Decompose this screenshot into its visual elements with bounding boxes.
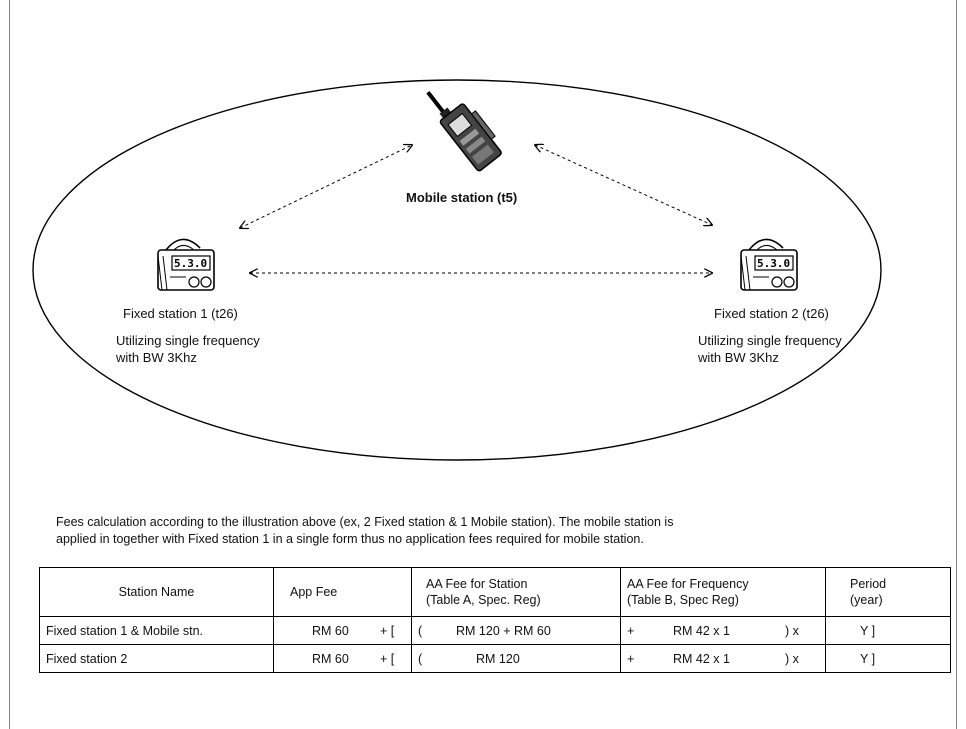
header-app-fee: App Fee <box>273 567 412 617</box>
row-app-fee: RM 60 <box>312 623 349 638</box>
row-aa-station-cell: ( RM 120 <box>411 644 621 673</box>
header-app-fee-text: App Fee <box>290 585 338 599</box>
row-app-fee-cell: RM 60 + [ <box>273 616 412 645</box>
row-plus: + <box>627 651 635 666</box>
header-aa-freq-line1: AA Fee for Frequency <box>627 577 749 591</box>
fixed-station-1-desc-line1: Utilizing single frequency <box>116 333 260 348</box>
row-station-name: Fixed station 1 & Mobile stn. <box>39 616 274 645</box>
row-aa-freq: RM 42 x 1 <box>673 623 730 638</box>
row-plus: + <box>627 623 635 638</box>
header-station-name-text: Station Name <box>118 585 195 599</box>
header-period-line1: Period <box>850 577 887 591</box>
link-mobile-fixed2 <box>535 145 712 225</box>
row-aa-station: RM 120 + RM 60 <box>456 623 551 638</box>
row-app-fee: RM 60 <box>312 651 349 666</box>
svg-text:5.3.0: 5.3.0 <box>757 257 790 270</box>
row-paren-open: ( <box>418 651 423 666</box>
fees-note-line2: applied in together with Fixed station 1… <box>56 532 644 546</box>
link-fixed1-mobile <box>240 145 412 228</box>
row-paren-close: ) x <box>785 623 799 638</box>
fixed-station-2-label: Fixed station 2 (t26) <box>714 306 829 321</box>
walkie-talkie-icon <box>426 90 502 172</box>
header-aa-frequency: AA Fee for Frequency (Table B, Spec Reg) <box>620 567 826 617</box>
row-aa-station: RM 120 <box>476 651 520 666</box>
fees-note: Fees calculation according to the illust… <box>56 514 916 548</box>
row-open-bracket: + [ <box>380 651 395 666</box>
row-aa-freq: RM 42 x 1 <box>673 651 730 666</box>
row-paren-close: ) x <box>785 651 799 666</box>
table-header-row: Station Name App Fee AA Fee for Station … <box>39 567 951 617</box>
fees-table: Station Name App Fee AA Fee for Station … <box>39 567 951 673</box>
header-aa-station-line2: (Table A, Spec. Reg) <box>426 593 541 607</box>
row-aa-freq-cell: + RM 42 x 1 ) x <box>620 616 826 645</box>
fixed-station-2-desc-line1: Utilizing single frequency <box>698 333 842 348</box>
page-frame <box>9 0 957 729</box>
row-period: Y ] <box>860 651 876 666</box>
header-aa-station-line1: AA Fee for Station <box>426 577 528 591</box>
coverage-diagram: 5.3.0 5.3.0 <box>32 79 882 461</box>
table-row: Fixed station 2 RM 60 + [ ( RM 120 + RM 42 … <box>39 644 951 673</box>
mobile-station-label: Mobile station (t5) <box>406 190 518 205</box>
fees-note-line1: Fees calculation according to the illust… <box>56 515 674 529</box>
row-paren-open: ( <box>418 623 423 638</box>
header-period: Period (year) <box>825 567 951 617</box>
coverage-ellipse <box>32 79 882 461</box>
header-station-name: Station Name <box>39 567 274 617</box>
row-period: Y ] <box>860 623 876 638</box>
row-period-cell: Y ] <box>825 616 951 645</box>
fixed-station-1-desc-line2: with BW 3Khz <box>116 350 197 365</box>
svg-text:5.3.0: 5.3.0 <box>174 257 207 270</box>
fixed-station-1-label: Fixed station 1 (t26) <box>123 306 238 321</box>
row-period-cell: Y ] <box>825 644 951 673</box>
radio-icon: 5.3.0 <box>740 238 798 291</box>
row-app-fee-cell: RM 60 + [ <box>273 644 412 673</box>
header-aa-freq-line2: (Table B, Spec Reg) <box>627 593 739 607</box>
table-row: Fixed station 1 & Mobile stn. RM 60 + [ (… <box>39 616 951 645</box>
radio-icon: 5.3.0 <box>157 238 215 291</box>
fixed-station-2-desc-line2: with BW 3Khz <box>698 350 779 365</box>
row-open-bracket: + [ <box>380 623 395 638</box>
row-station-name: Fixed station 2 <box>39 644 274 673</box>
row-aa-freq-cell: + RM 42 x 1 ) x <box>620 644 826 673</box>
header-period-line2: (year) <box>850 593 883 607</box>
header-aa-station: AA Fee for Station (Table A, Spec. Reg) <box>411 567 621 617</box>
row-aa-station-cell: ( RM 120 + RM 60 <box>411 616 621 645</box>
